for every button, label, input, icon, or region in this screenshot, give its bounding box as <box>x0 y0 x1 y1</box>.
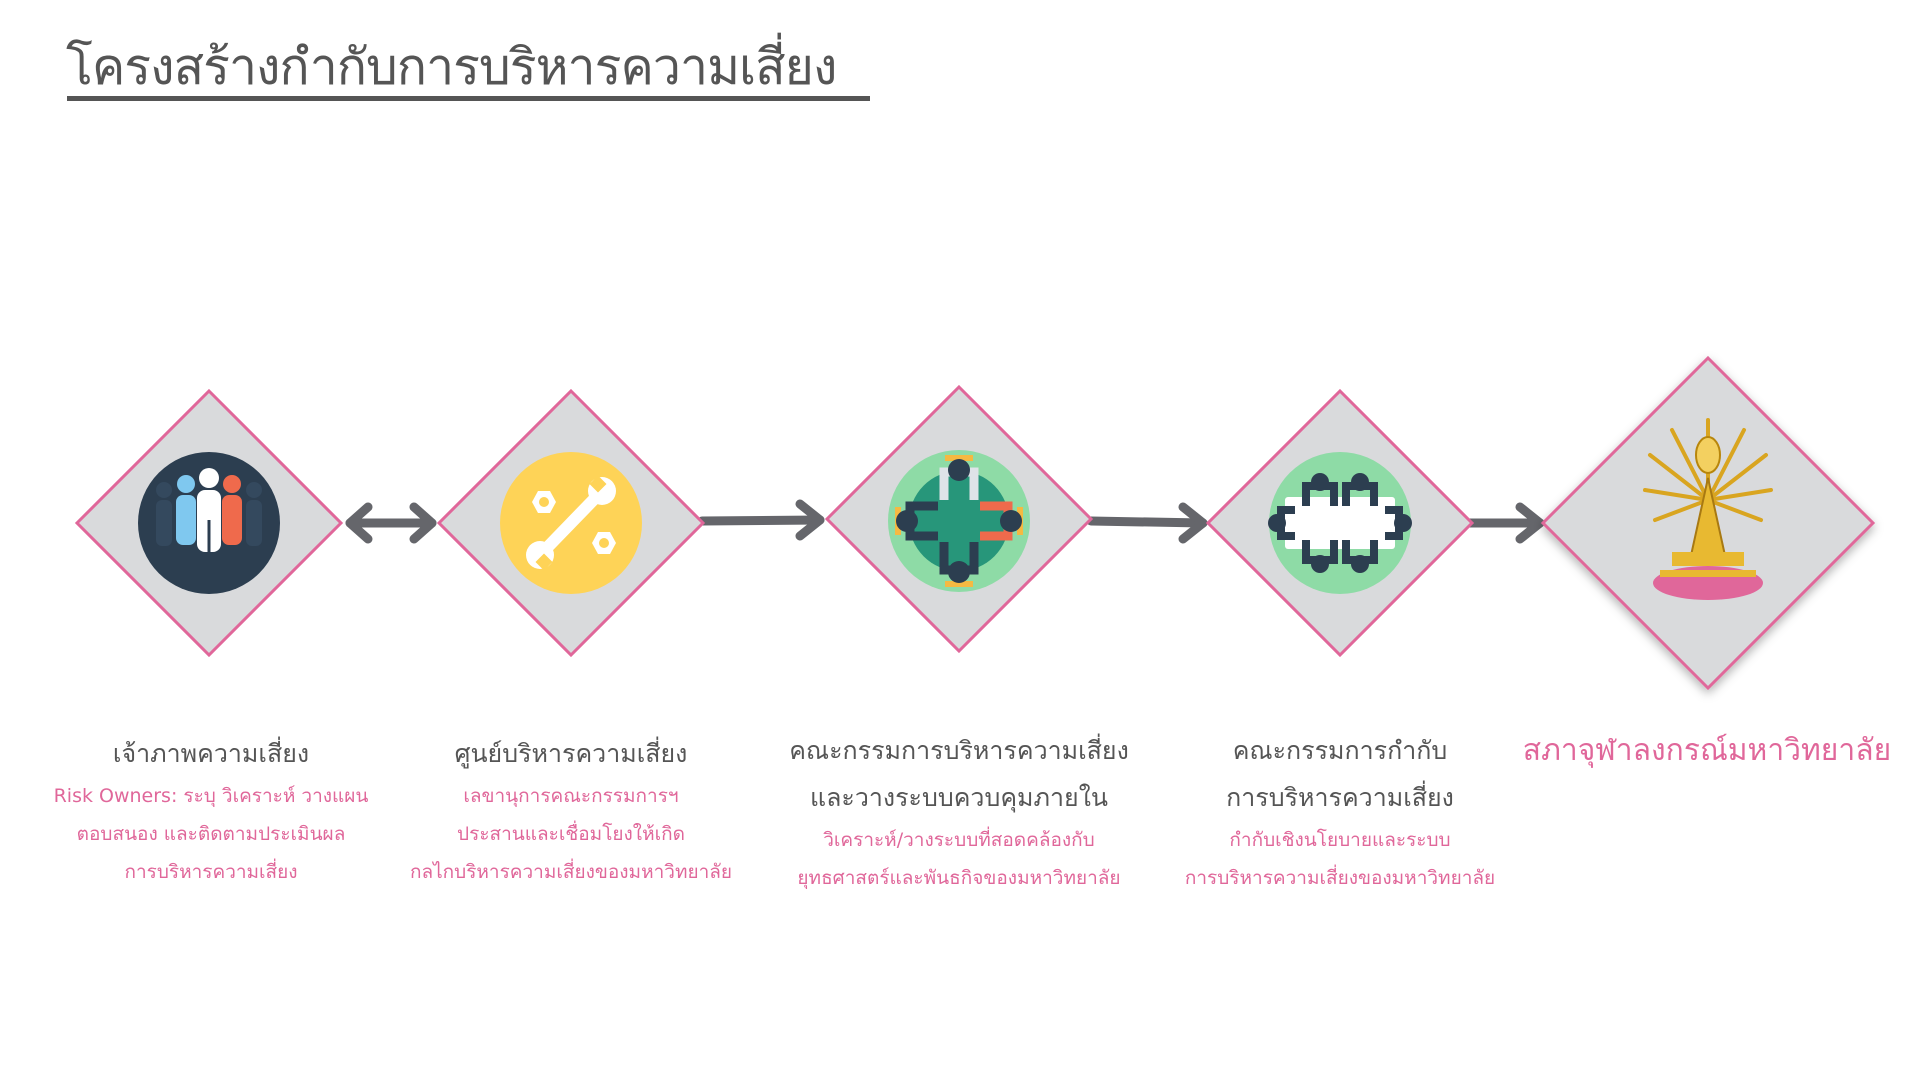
wrench-bolts-icon <box>500 452 642 594</box>
title-underline <box>67 96 870 101</box>
node-description: การบริหารความเสี่ยง <box>124 861 298 883</box>
node-risk-center <box>436 388 706 658</box>
node-description: Risk Owners: ระบุ วิเคราะห์ วางแผน <box>53 785 369 807</box>
connector-arrow <box>1086 502 1208 544</box>
node-risk-owners <box>74 388 344 658</box>
node-description: การบริหารความเสี่ยงของมหาวิทยาลัย <box>1184 867 1496 889</box>
board-table-meeting-icon <box>1268 452 1412 594</box>
node-title: สภาจุฬาลงกรณ์มหาวิทยาลัย <box>1522 733 1892 768</box>
node-risk-management-committee <box>824 384 1094 654</box>
node-description: ตอบสนอง และติดตามประเมินผล <box>76 823 346 845</box>
node-title: และวางระบบควบคุมภายใน <box>809 783 1109 812</box>
label-risk-owners: เจ้าภาพความเสี่ยง Risk Owners: ระบุ วิเค… <box>1 730 421 891</box>
node-description: ประสานและเชื่อมโยงให้เกิด <box>457 823 685 845</box>
node-description: เลขานุการคณะกรรมการฯ <box>463 785 679 807</box>
node-description: ยุทธศาสตร์และพันธกิจของมหาวิทยาลัย <box>797 867 1121 889</box>
university-emblem-icon <box>1643 418 1773 600</box>
round-table-meeting-icon <box>888 450 1030 592</box>
node-university-council <box>1540 355 1876 691</box>
node-title: คณะกรรมการกำกับ <box>1232 736 1448 765</box>
page-title: โครงสร้างกำกับการบริหารความเสี่ยง <box>66 38 837 96</box>
node-description: กำกับเชิงนโยบายและระบบ <box>1229 829 1451 851</box>
node-title: ศูนย์บริหารความเสี่ยง <box>454 739 688 768</box>
node-title: เจ้าภาพความเสี่ยง <box>112 739 310 768</box>
people-group-icon <box>138 452 280 594</box>
node-title: คณะกรรมการบริหารความเสี่ยง <box>789 736 1129 765</box>
connector-arrow <box>1465 502 1545 544</box>
connector-arrow-bidirectional <box>345 502 437 544</box>
node-description: วิเคราะห์/วางระบบที่สอดคล้องกับ <box>823 829 1095 851</box>
node-oversight-committee <box>1205 388 1475 658</box>
node-description: กลไกบริหารความเสี่ยงของมหาวิทยาลัย <box>409 861 733 883</box>
label-oversight-committee: คณะกรรมการกำกับ การบริหารความเสี่ยง กำกั… <box>1130 727 1550 897</box>
connector-arrow <box>697 499 825 541</box>
label-risk-center: ศูนย์บริหารความเสี่ยง เลขานุการคณะกรรมกา… <box>361 730 781 891</box>
label-risk-management-committee: คณะกรรมการบริหารความเสี่ยง และวางระบบควบ… <box>749 727 1169 897</box>
node-title: การบริหารความเสี่ยง <box>1226 783 1454 812</box>
label-university-council: สภาจุฬาลงกรณ์มหาวิทยาลัย <box>1497 727 1917 774</box>
